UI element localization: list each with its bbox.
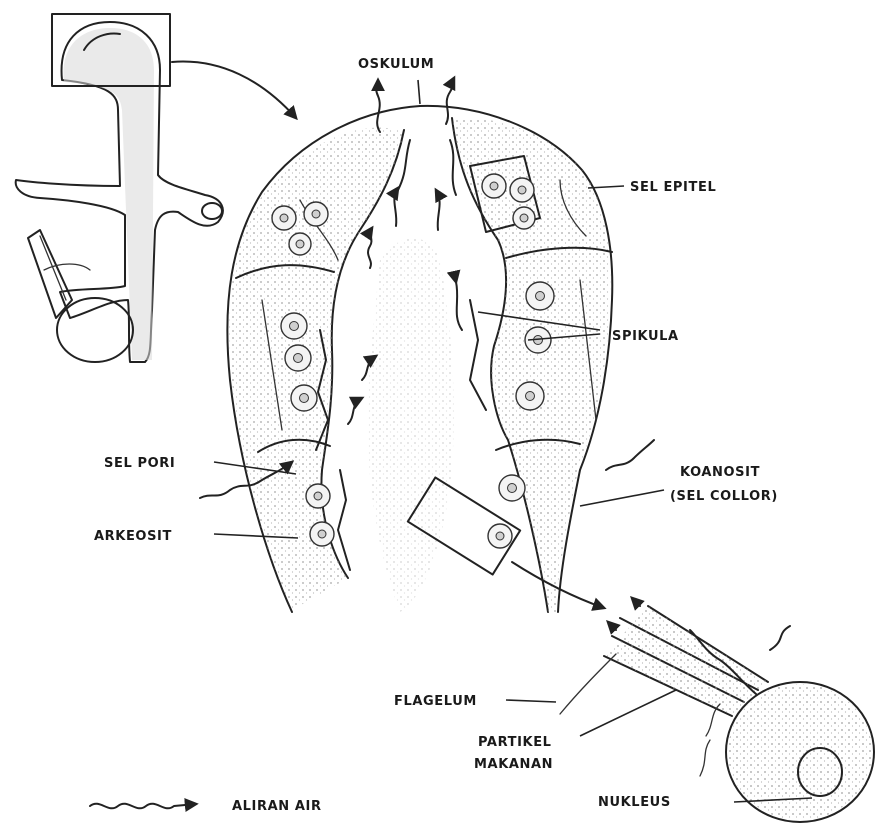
zoom-arrow <box>172 62 296 118</box>
water-flow-symbol <box>90 804 196 809</box>
label-sel-epitel: SEL EPITEL <box>630 180 716 195</box>
label-flagelum: FLAGELUM <box>394 694 477 709</box>
label-nukleus: NUKLEUS <box>598 795 671 810</box>
label-aliran-air: ALIRAN AIR <box>232 799 322 814</box>
label-sel-pori: SEL PORI <box>104 456 175 471</box>
label-oskulum: OSKULUM <box>358 57 434 72</box>
oskulum-arrows <box>376 78 454 132</box>
label-partikel: PARTIKEL <box>478 735 552 750</box>
label-makanan: MAKANAN <box>474 757 553 772</box>
label-arkeosit: ARKEOSIT <box>94 529 172 544</box>
label-koanosit: KOANOSIT <box>680 465 760 480</box>
label-sel-collor: (SEL COLLOR) <box>670 489 778 504</box>
collar-cell-detail <box>512 562 874 822</box>
legend-water-flow <box>90 804 196 809</box>
label-spikula: SPIKULA <box>612 329 679 344</box>
